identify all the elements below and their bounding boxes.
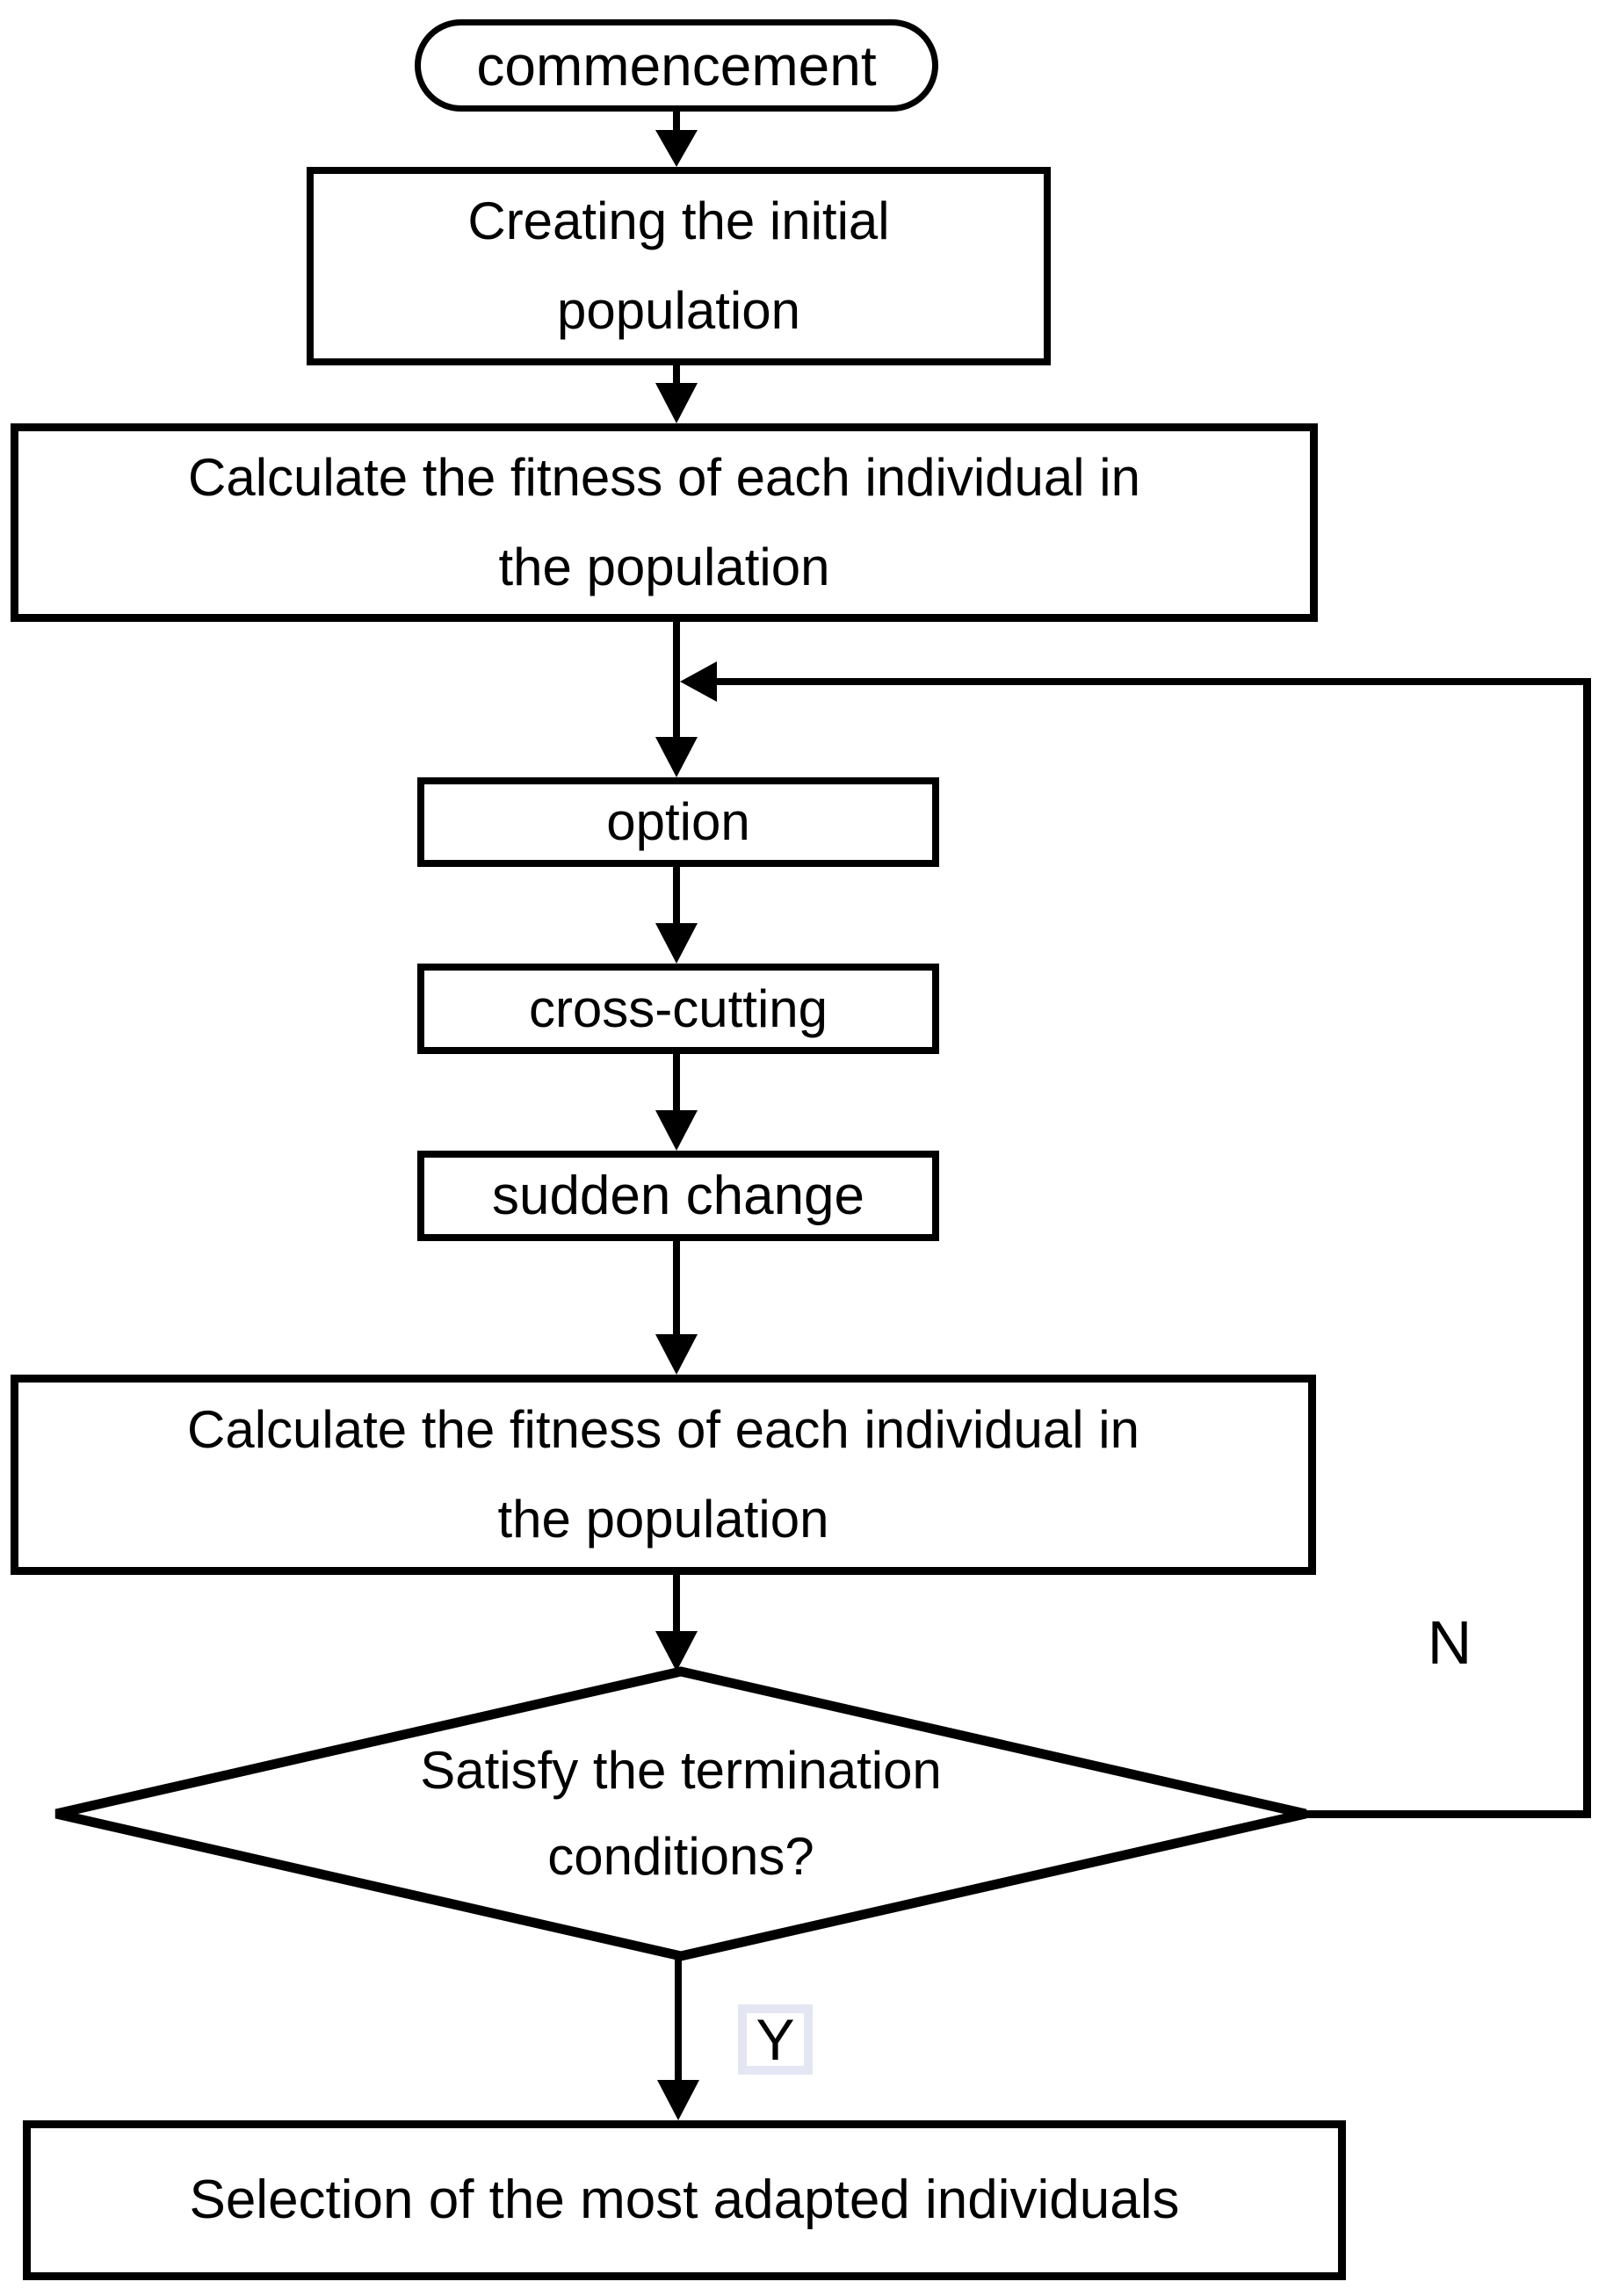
process-label-line: the population <box>498 538 830 596</box>
arrow-calc1-to-option <box>655 618 698 777</box>
process-label: option <box>606 792 750 851</box>
decision-label-line: Satisfy the termination <box>420 1741 942 1800</box>
branch-label-no: N <box>1427 1608 1472 1677</box>
process-label-line: Calculate the fitness of each individual… <box>187 1400 1139 1459</box>
arrow-option-to-cross <box>655 865 698 964</box>
process-label-line: population <box>557 281 800 340</box>
decision-label-line: conditions? <box>547 1827 814 1886</box>
process-sudden-change: sudden change <box>417 1151 939 1241</box>
process-option: option <box>417 777 939 867</box>
loop-n-connector <box>680 661 1591 1818</box>
arrow-cross-to-sudden <box>655 1052 698 1151</box>
process-selection-most-adapted: Selection of the most adapted individual… <box>23 2120 1346 2280</box>
process-label-line: the population <box>497 1490 829 1549</box>
process-calculate-fitness-1: Calculate the fitness of each individual… <box>11 423 1318 622</box>
decision-diamond-shape <box>54 1666 1307 1961</box>
process-label: cross-cutting <box>528 978 828 1038</box>
process-calculate-fitness-2: Calculate the fitness of each individual… <box>11 1375 1316 1575</box>
process-label-line: Creating the initial <box>467 191 890 250</box>
process-label: sudden change <box>491 1165 865 1226</box>
start-node: commencement <box>415 19 938 112</box>
process-cross-cutting: cross-cutting <box>417 964 939 1054</box>
arrow-sudden-to-calc2 <box>655 1239 698 1375</box>
decision-termination-conditions: Satisfy the termination conditions? <box>242 1726 1120 1902</box>
process-label-line: Calculate the fitness of each individual… <box>188 448 1140 507</box>
arrow-create-to-calc1 <box>655 362 698 423</box>
start-node-label: commencement <box>476 33 877 97</box>
process-label: Selection of the most adapted individual… <box>189 2170 1180 2230</box>
branch-label-yes: Y <box>738 2004 813 2075</box>
arrow-decision-to-selection <box>657 1954 699 2120</box>
process-create-initial-population: Creating the initial population <box>307 167 1051 365</box>
arrow-start-to-create <box>655 108 698 167</box>
arrow-calc2-to-decision <box>655 1573 698 1671</box>
